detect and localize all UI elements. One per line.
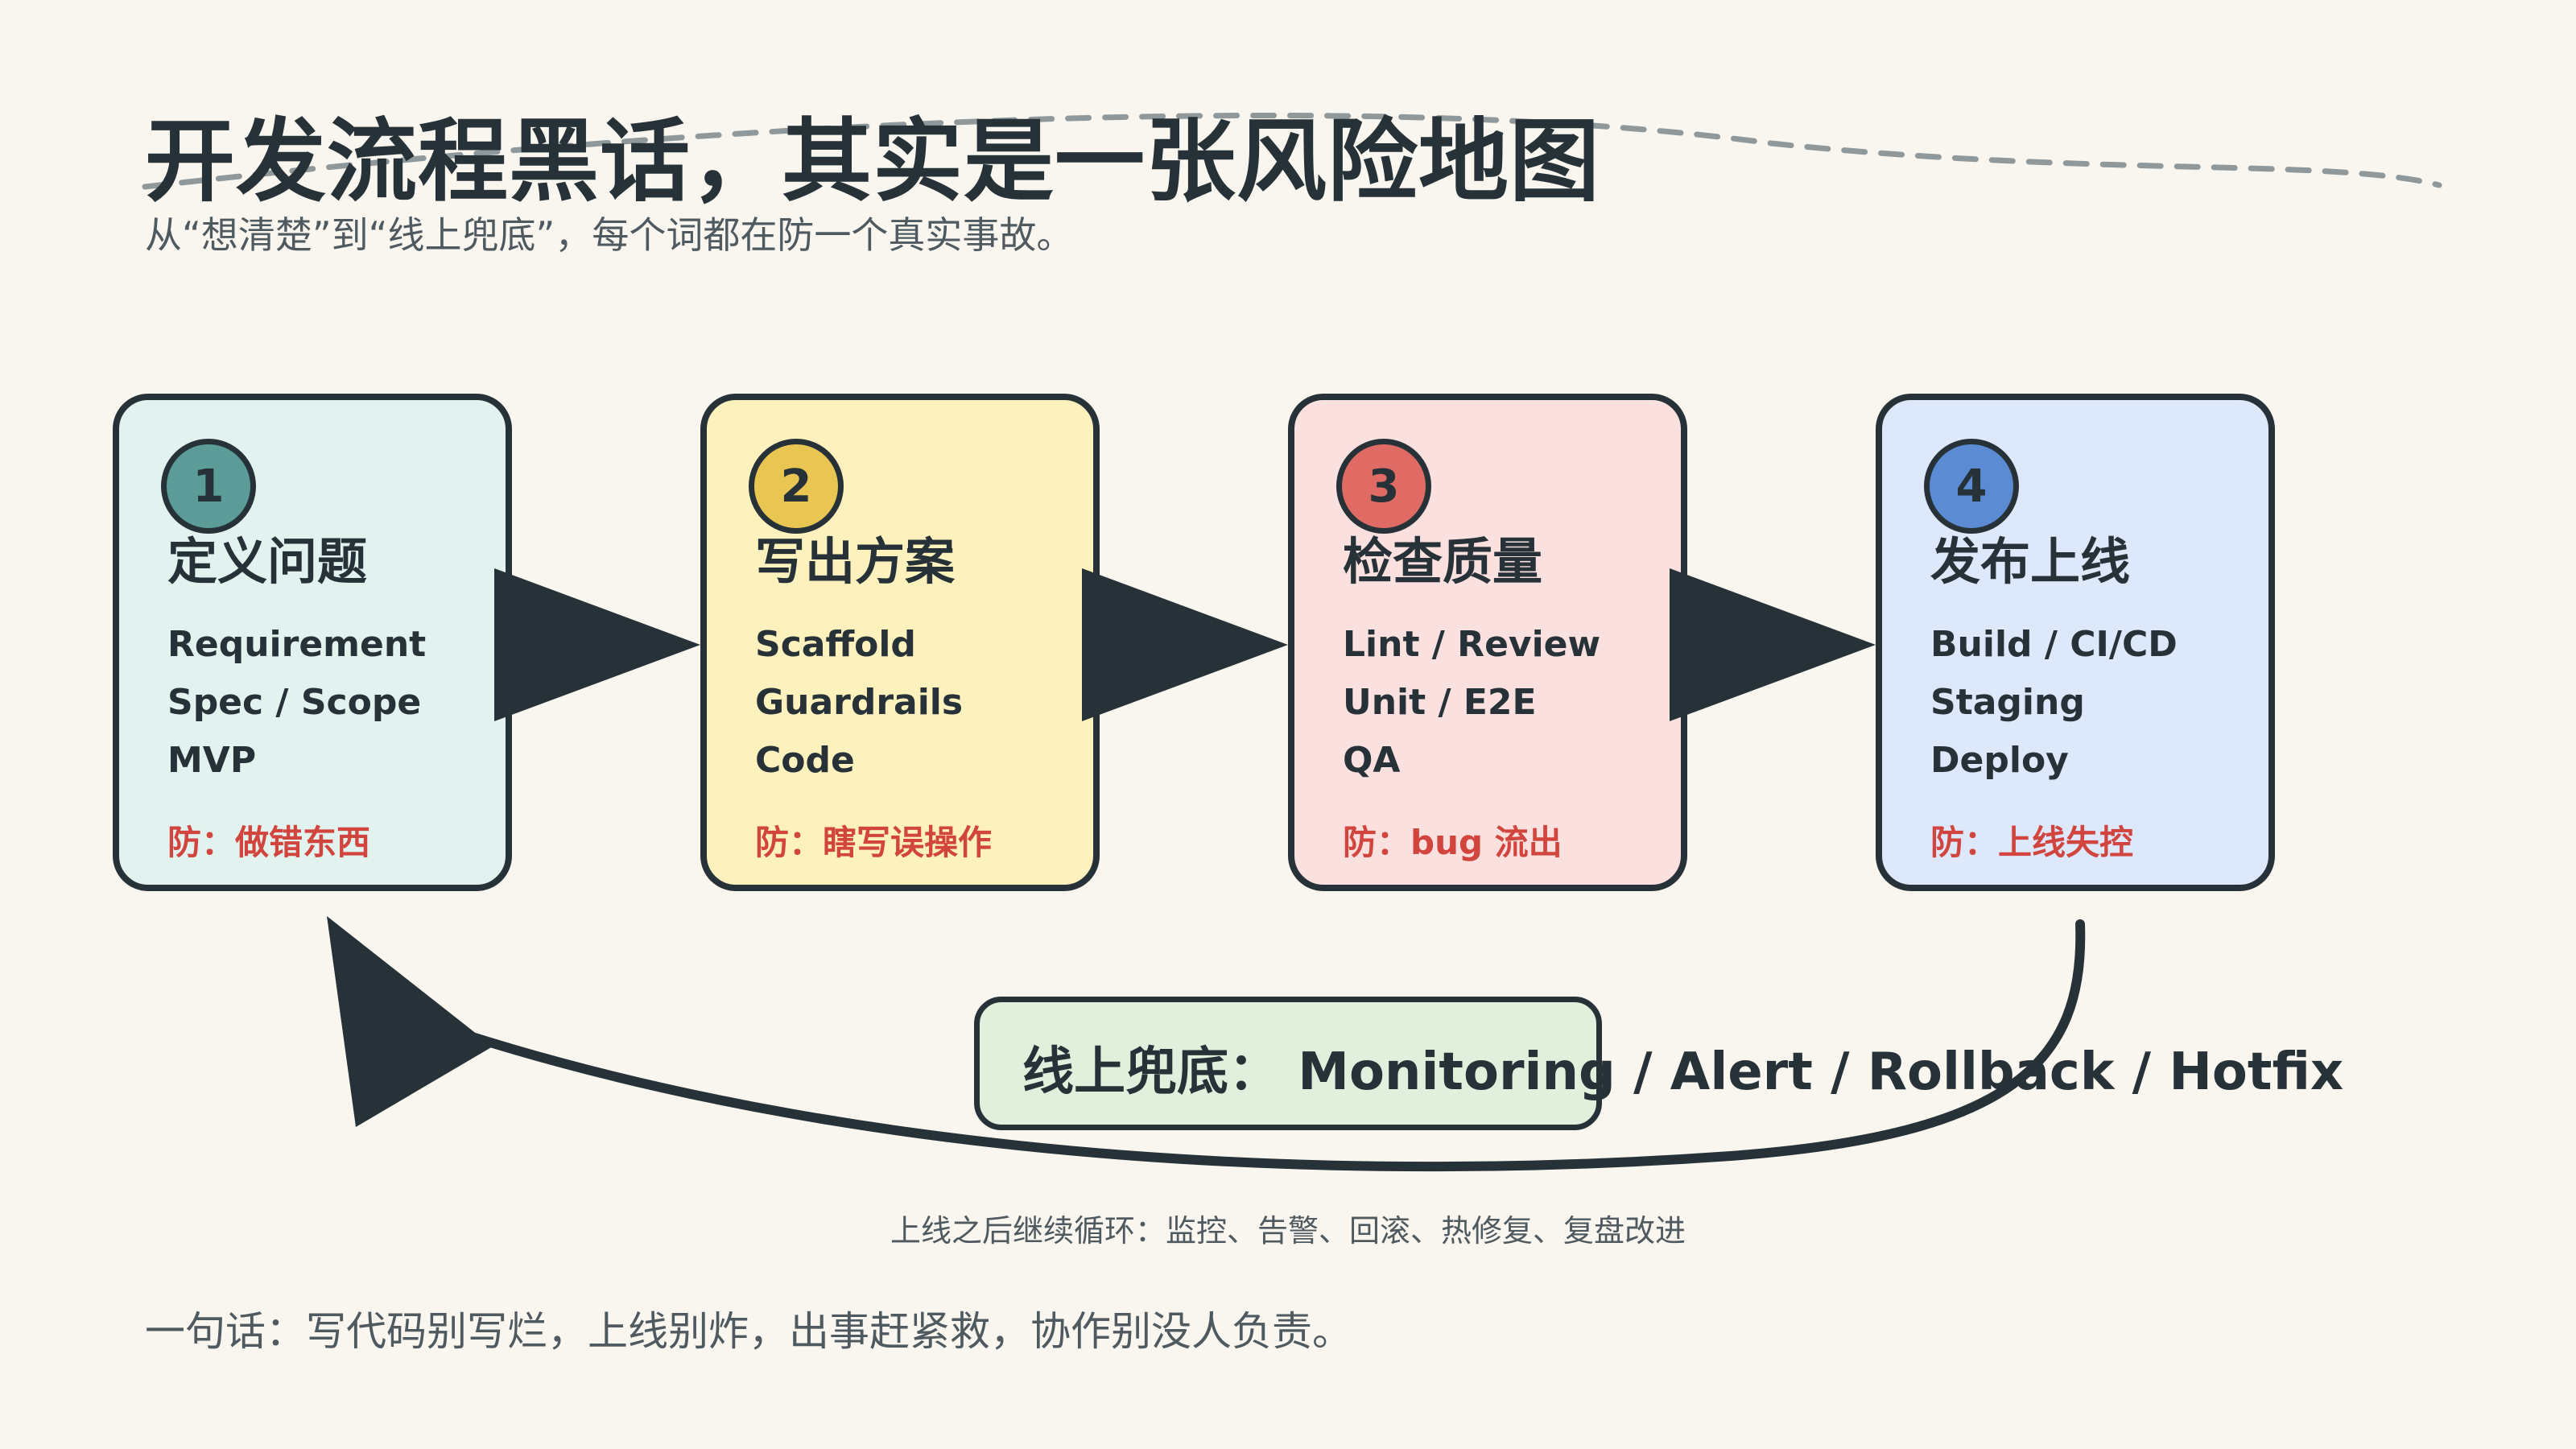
stage-prevents: 防：瞎写误操作 (755, 823, 993, 862)
stage-item: Unit / E2E (1343, 682, 1537, 723)
stage-prevents: 防：上线失控 (1930, 823, 2134, 862)
feedback-loop-arrowhead (327, 916, 493, 1127)
stage-title: 写出方案 (755, 532, 956, 591)
stage-card-release: 4 发布上线 Build / CI/CD Staging Deploy 防：上线… (1876, 394, 2275, 891)
stage-item: Spec / Scope (167, 682, 422, 723)
stage-item: QA (1343, 740, 1401, 781)
stage-item: Lint / Review (1343, 624, 1601, 665)
stage-item: Build / CI/CD (1930, 624, 2178, 665)
stage-card-quality: 3 检查质量 Lint / Review Unit / E2E QA 防：bug… (1288, 394, 1687, 891)
step-badge: 2 (749, 439, 844, 534)
stage-card-define: 1 定义问题 Requirement Spec / Scope MVP 防：做错… (113, 394, 512, 891)
stage-item: Deploy (1930, 740, 2069, 781)
stage-item: MVP (167, 740, 257, 781)
stage-title: 定义问题 (167, 532, 368, 591)
stage-item: Requirement (167, 624, 427, 665)
step-badge: 4 (1924, 439, 2019, 534)
page-title: 开发流程黑话，其实是一张风险地图 (145, 109, 1600, 214)
stage-item: Guardrails (755, 682, 964, 723)
stage-title: 发布上线 (1930, 532, 2131, 591)
stage-card-design: 2 写出方案 Scaffold Guardrails Code 防：瞎写误操作 (700, 394, 1100, 891)
stage-item: Code (755, 740, 855, 781)
safety-net-box (974, 997, 1602, 1130)
feedback-loop-curve (462, 919, 2086, 1172)
stage-item: Staging (1930, 682, 2085, 723)
summary-sentence: 一句话：写代码别写烂，上线别炸，出事赶紧救，协作别没人负责。 (145, 1308, 1352, 1355)
step-badge: 3 (1336, 439, 1431, 534)
stage-item: Scaffold (755, 624, 916, 665)
flow-arrow-3-to-4 (1670, 568, 1876, 721)
stage-prevents: 防：bug 流出 (1343, 823, 1563, 862)
page-subtitle: 从“想清楚”到“线上兜底”，每个词都在防一个真实事故。 (145, 213, 1074, 257)
step-badge: 1 (161, 439, 256, 534)
stage-title: 检查质量 (1343, 532, 1543, 591)
safety-net-label: 线上兜底： Monitoring / Alert / Rollback / Ho… (1022, 1042, 2344, 1102)
stage-prevents: 防：做错东西 (167, 823, 371, 862)
loop-caption: 上线之后继续循环：监控、告警、回滚、热修复、复盘改进 (890, 1213, 1686, 1249)
flow-arrow-1-to-2 (494, 568, 700, 721)
flow-arrow-2-to-3 (1082, 568, 1288, 721)
